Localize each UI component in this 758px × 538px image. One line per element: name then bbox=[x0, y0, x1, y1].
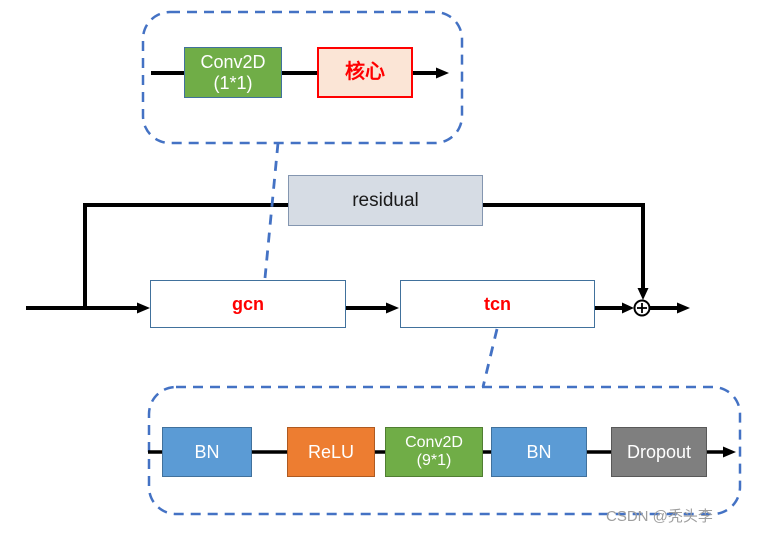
top-output-arrowhead bbox=[436, 67, 449, 79]
node-bn-1: BN bbox=[162, 427, 252, 477]
node-gcn-label: gcn bbox=[231, 293, 264, 314]
watermark: CSDN @秃头李 bbox=[606, 508, 713, 525]
node-tcn: tcn bbox=[400, 280, 595, 328]
node-conv2d-1x1-sublabel: (1*1) bbox=[213, 72, 253, 93]
node-core: 核心 bbox=[317, 47, 413, 98]
gcn-input-arrowhead bbox=[137, 302, 150, 314]
node-bn-1-label: BN bbox=[194, 441, 220, 462]
node-bn-2-label: BN bbox=[526, 441, 552, 462]
node-gcn: gcn bbox=[150, 280, 346, 328]
node-tcn-label: tcn bbox=[484, 293, 511, 314]
dashed-connector-bottom bbox=[481, 328, 499, 388]
residual-down-arrowhead bbox=[637, 288, 649, 300]
top-group-outline bbox=[141, 10, 464, 145]
node-conv2d-9x1: Conv2D (9*1) bbox=[385, 427, 483, 477]
node-dropout-label: Dropout bbox=[626, 441, 692, 462]
plus-circle-icon bbox=[633, 299, 651, 317]
output-arrowhead bbox=[677, 302, 690, 314]
node-core-label: 核心 bbox=[345, 61, 385, 83]
sum-input-arrowhead bbox=[622, 302, 634, 314]
tcn-input-arrowhead bbox=[386, 302, 399, 314]
node-conv2d-1x1: Conv2D (1*1) bbox=[184, 47, 282, 98]
node-conv2d-9x1-sublabel: (9*1) bbox=[416, 452, 452, 469]
node-relu: ReLU bbox=[287, 427, 375, 477]
node-conv2d-9x1-label: Conv2D bbox=[405, 433, 463, 451]
node-residual: residual bbox=[288, 175, 483, 226]
dashed-connector-top bbox=[263, 142, 280, 279]
node-bn-2: BN bbox=[491, 427, 587, 477]
node-dropout: Dropout bbox=[611, 427, 707, 477]
bottom-output-arrowhead bbox=[723, 446, 736, 458]
node-residual-label: residual bbox=[352, 189, 419, 211]
node-conv2d-1x1-label: Conv2D bbox=[200, 51, 266, 72]
node-relu-label: ReLU bbox=[307, 441, 355, 462]
